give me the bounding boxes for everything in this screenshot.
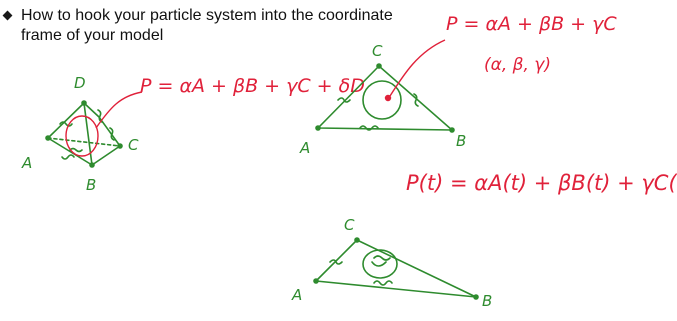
tetra-equation: P = αA + βB + γC + δD: [140, 75, 365, 97]
spring-mark: [373, 280, 393, 286]
time-triangle-sketch: [313, 237, 479, 300]
triangle-coefficients: (α, β, γ): [484, 55, 551, 75]
vertex-a: [313, 278, 319, 284]
spring-mark: [61, 154, 75, 160]
particle-dot: [384, 94, 392, 102]
time-label-c: C: [344, 216, 355, 234]
triangle-equation: P = αA + βB + γC: [446, 13, 617, 35]
vertex-b: [473, 294, 479, 300]
tetra-label-c: C: [128, 136, 139, 154]
tetra-label-d: D: [74, 74, 86, 92]
spring-mark: [329, 259, 343, 265]
spring-mark: [359, 125, 379, 131]
spring-mark: [413, 93, 419, 107]
triangle-label-b: B: [456, 132, 466, 150]
tetrahedron-sketch: [45, 100, 123, 168]
tetra-outline: [47, 102, 121, 166]
time-label-b: B: [482, 292, 492, 310]
bullet-text: How to hook your particle system into th…: [21, 7, 393, 44]
vertex-d: [81, 100, 87, 106]
vertex-b: [89, 162, 95, 168]
time-label-a: A: [291, 286, 302, 304]
time-triangle-circle: [362, 249, 398, 279]
tetra-particle: [65, 91, 143, 157]
time-triangle-outline: [315, 239, 477, 298]
vertex-c: [376, 63, 382, 69]
time-equation: P(t) = αA(t) + βB(t) + γC(t): [406, 171, 677, 195]
vertex-c: [117, 143, 123, 149]
particle-circle: [65, 115, 99, 157]
spring-mark: [59, 121, 73, 127]
vertex-b: [449, 127, 455, 133]
triangle-label-a: A: [299, 139, 310, 157]
spring-mark: [109, 127, 115, 141]
triangle-particle: [384, 39, 446, 102]
scribble: [373, 255, 391, 261]
tetra-edge-dc: [83, 102, 93, 166]
vertex-a: [45, 135, 51, 141]
vertex-a: [315, 125, 321, 131]
spring-mark: [69, 147, 83, 153]
tetra-label-b: B: [86, 176, 96, 194]
spring-mark: [337, 97, 351, 103]
vertex-c: [354, 237, 360, 243]
pointer-line: [389, 39, 446, 97]
tetra-hidden-edge: [47, 137, 121, 147]
triangle-sketch: [315, 63, 455, 133]
triangle-circle: [362, 80, 402, 120]
scribble: [371, 261, 387, 267]
tetra-label-a: A: [21, 154, 32, 172]
spring-mark: [97, 109, 103, 123]
triangle-outline: [317, 65, 453, 131]
pointer-line: [95, 91, 143, 129]
triangle-label-c: C: [372, 42, 383, 60]
